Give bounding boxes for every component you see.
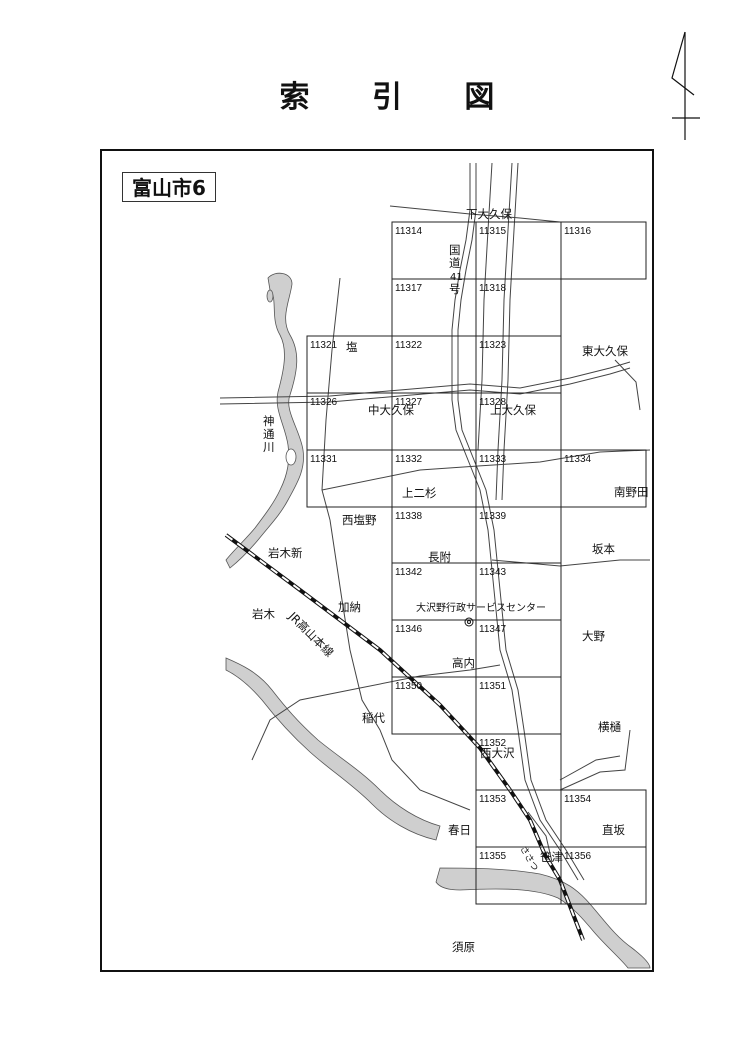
place-label: 上二杉 [402, 486, 437, 500]
grid-cell-label: 11342 [395, 567, 423, 578]
route-label-char: 号 [449, 282, 461, 296]
place-label: 東大久保 [582, 344, 628, 358]
grid-cell-label: 11315 [479, 226, 507, 237]
grid-cell-label: 11316 [564, 226, 592, 237]
grid-cell-label: 11355 [479, 851, 507, 862]
river-label-char: 神 [263, 414, 275, 428]
place-label: 加納 [338, 600, 361, 614]
place-label: 上大久保 [490, 403, 536, 417]
grid-cell-label: 11321 [310, 340, 338, 351]
river-shapes [225, 272, 651, 969]
route-41-label: 国 道 41 号 [449, 243, 463, 296]
grid-cell-label: 11314 [395, 226, 423, 237]
map-frame [100, 149, 654, 972]
rail-label: JR高山本線 [285, 609, 337, 661]
grid-cell-label: 11318 [479, 283, 507, 294]
route-label-char: 国 [449, 243, 461, 257]
place-label: 高内 [452, 656, 475, 670]
river-label-char: 通 [263, 427, 275, 441]
grid-cell-label: 11326 [310, 397, 338, 408]
grid-cell-label: 11346 [395, 624, 423, 635]
place-label: 中大久保 [368, 403, 414, 417]
place-names: 下大久保 塩 東大久保 中大久保 上大久保 上二杉 南野田 西塩野 坂本 岩木新… [252, 207, 649, 954]
grid-cell-label: 11350 [395, 681, 423, 692]
place-label: 西大沢 [480, 746, 515, 760]
route-label-char: 41 [450, 272, 463, 283]
place-label: 稲代 [362, 711, 385, 725]
grid-cell-label: 11356 [564, 851, 592, 862]
station-label: ささつ [517, 844, 540, 873]
grid-cell-label: 11351 [479, 681, 507, 692]
place-label: 大野 [582, 629, 605, 643]
grid-cell-label: 11334 [564, 454, 592, 465]
place-label: 笹津 [540, 850, 563, 864]
place-label: 長附 [428, 550, 451, 564]
grid-cell-label: 11347 [479, 624, 507, 635]
grid-cell-label: 11333 [479, 454, 507, 465]
grid-cell-label: 11343 [479, 567, 507, 578]
grid-cell-label: 11328 [479, 397, 507, 408]
roads [219, 162, 651, 881]
office-symbol-icon [464, 617, 474, 627]
grid-cell-label: 11338 [395, 511, 423, 522]
river-label-char: 川 [263, 440, 275, 454]
place-label: 下大久保 [466, 207, 512, 221]
grid-cell-label: 11352 [479, 738, 507, 749]
grid-cell-label: 11327 [395, 397, 423, 408]
grid-numbers: 11314 11315 11316 11317 11318 11321 1132… [310, 226, 592, 862]
place-label: 坂本 [592, 542, 615, 556]
route-label-char: 道 [449, 256, 461, 270]
grid-cell-label: 11317 [395, 283, 423, 294]
north-arrow-icon [671, 31, 700, 140]
city-label: 富山市6 [122, 172, 216, 202]
grid-cell-label: 11323 [479, 340, 507, 351]
page-title: 索 引 図 [279, 80, 521, 115]
railway-line [224, 533, 585, 941]
place-label: 岩木新 [268, 546, 303, 560]
grid-cells [306, 221, 647, 905]
place-label: 横樋 [598, 720, 621, 734]
place-label: 西塩野 [342, 513, 377, 527]
grid-cell-label: 11332 [395, 454, 423, 465]
grid-cell-label: 11354 [564, 794, 592, 805]
place-label: 直坂 [602, 823, 625, 837]
river-label: 神 通 川 [263, 414, 275, 454]
grid-cell-label: 11339 [479, 511, 507, 522]
grid-cell-label: 11322 [395, 340, 423, 351]
grid-cell-label: 11353 [479, 794, 507, 805]
place-label: 塩 [346, 340, 358, 354]
place-label: 春日 [448, 823, 471, 837]
place-label: 大沢野行政サービスセンター [416, 601, 546, 614]
place-label: 須原 [452, 940, 475, 954]
place-label: 岩木 [252, 607, 275, 621]
grid-cell-label: 11331 [310, 454, 338, 465]
place-label: 南野田 [614, 485, 649, 499]
